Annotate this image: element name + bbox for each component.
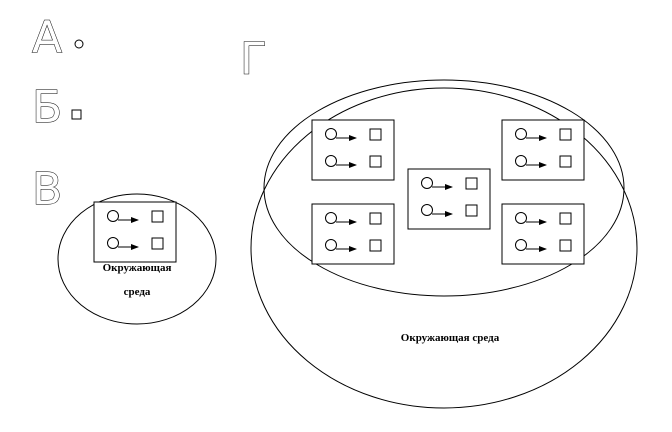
system-frame <box>501 119 585 181</box>
element-circle <box>325 155 337 167</box>
environment-circle-large <box>250 87 638 409</box>
element-square <box>151 210 164 223</box>
system-box <box>93 201 177 263</box>
system-box <box>501 119 585 181</box>
supersystem-ellipse <box>263 79 625 297</box>
element-circle <box>515 212 527 224</box>
label-v: В <box>32 164 62 215</box>
element-circle <box>74 39 84 49</box>
element-square <box>369 155 382 168</box>
element-square <box>71 109 82 120</box>
system-frame <box>93 201 177 263</box>
system-box <box>311 203 395 265</box>
system-frame <box>311 203 395 265</box>
element-circle <box>515 155 527 167</box>
element-circle <box>325 239 337 251</box>
environment-label-line2: среда <box>124 286 151 298</box>
element-square <box>465 204 478 217</box>
element-square <box>369 239 382 252</box>
element-circle <box>325 128 337 140</box>
element-square <box>559 155 572 168</box>
environment-circle-small <box>57 193 217 325</box>
element-square <box>369 212 382 225</box>
label-a: А <box>32 12 62 63</box>
system-box <box>407 168 491 230</box>
environment-label-line1: Окружающая <box>103 262 172 274</box>
element-circle <box>107 210 119 222</box>
label-b: Б <box>32 82 62 133</box>
element-square <box>369 128 382 141</box>
element-square <box>465 177 478 190</box>
element-circle <box>107 237 119 249</box>
element-circle <box>515 239 527 251</box>
system-box <box>501 203 585 265</box>
label-g: Г <box>240 34 267 85</box>
element-square <box>151 237 164 250</box>
system-frame <box>501 203 585 265</box>
system-frame <box>311 119 395 181</box>
element-circle <box>325 212 337 224</box>
element-square <box>559 239 572 252</box>
element-square <box>559 128 572 141</box>
element-circle <box>421 177 433 189</box>
environment-label-large: Окружающая среда <box>401 332 500 344</box>
element-square <box>559 212 572 225</box>
system-box <box>311 119 395 181</box>
system-frame <box>407 168 491 230</box>
element-circle <box>515 128 527 140</box>
element-circle <box>421 204 433 216</box>
